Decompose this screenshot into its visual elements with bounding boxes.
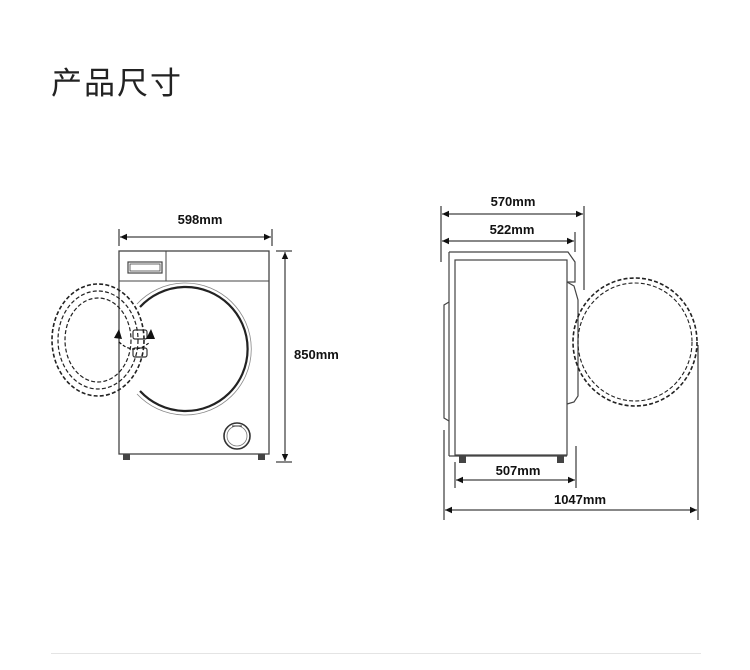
side-view: 570mm 522mm <box>440 194 699 520</box>
body-depth-label: 522mm <box>490 222 535 237</box>
door-swing-arrows <box>114 329 155 350</box>
front-open-door <box>51 283 145 397</box>
side-body-depth-dimension: 522mm <box>442 222 576 252</box>
base-depth-label: 507mm <box>496 463 541 478</box>
front-width-label: 598mm <box>178 212 223 227</box>
door-open-depth-label: 1047mm <box>554 492 606 507</box>
side-total-depth-dimension: 570mm <box>440 194 585 290</box>
bottom-divider <box>51 653 701 654</box>
front-height-label: 850mm <box>294 347 339 362</box>
detergent-drawer <box>127 261 163 274</box>
front-height-dimension: 850mm <box>276 250 339 463</box>
side-base-depth-dimension: 507mm <box>454 446 577 488</box>
front-width-dimension: 598mm <box>118 212 273 246</box>
total-depth-label: 570mm <box>491 194 536 209</box>
side-door-open-depth-dimension: 1047mm <box>443 345 699 520</box>
side-machine-body <box>443 251 579 463</box>
side-open-door <box>572 277 698 407</box>
page-title: 产品尺寸 <box>51 66 183 102</box>
front-foot-right <box>258 454 265 460</box>
filter-cap <box>223 422 251 450</box>
door-opening <box>139 285 249 413</box>
front-foot-left <box>123 454 130 460</box>
hinge-upper <box>132 329 148 340</box>
front-view: 598mm 850mm <box>51 212 339 463</box>
